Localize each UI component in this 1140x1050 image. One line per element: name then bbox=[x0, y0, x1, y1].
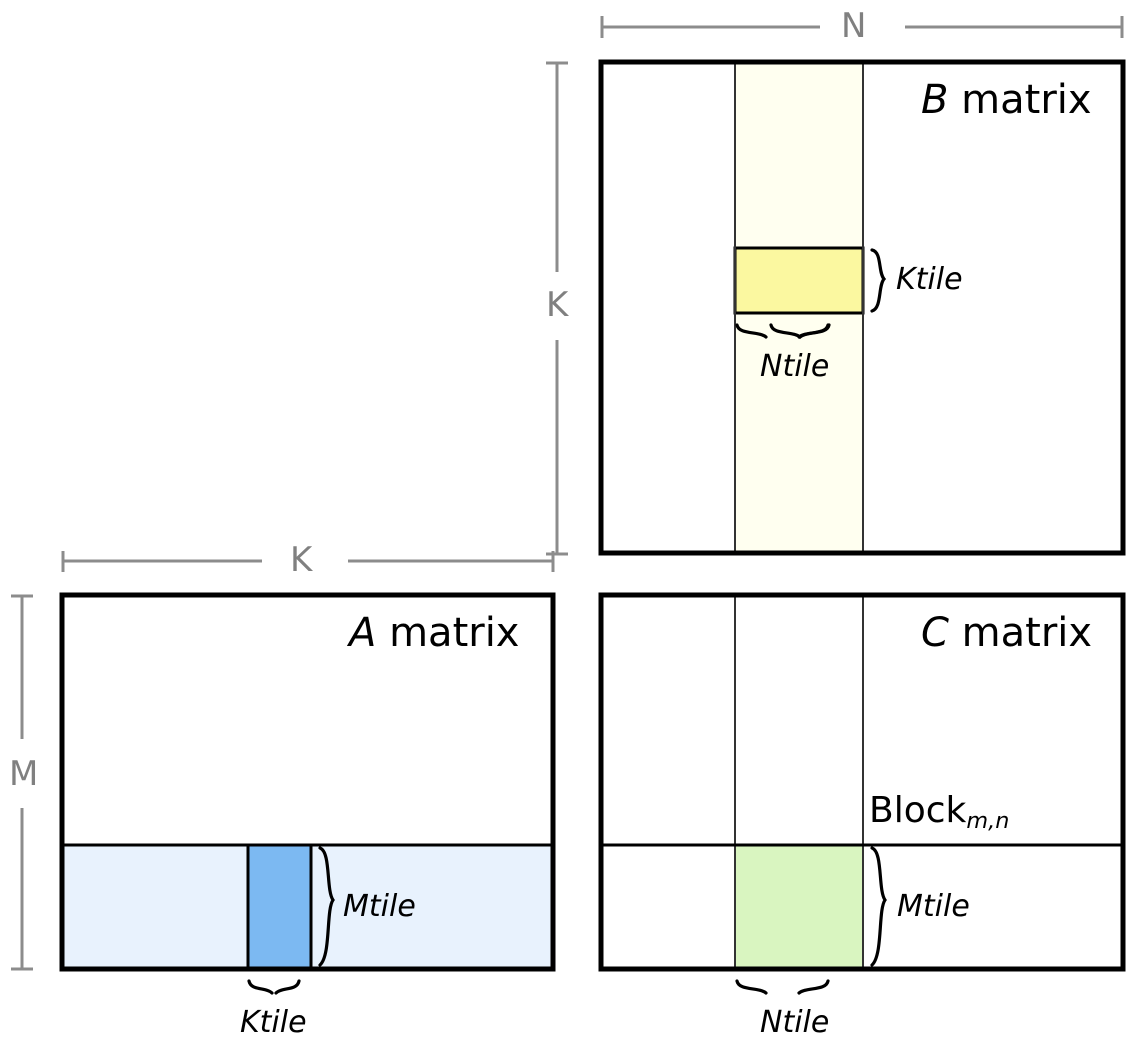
dimension-ruler-n bbox=[600, 16, 1124, 38]
matrix-b-tile bbox=[733, 246, 865, 315]
matrix-c-title-word: matrix bbox=[948, 610, 1093, 656]
matrix-a-title: A matrix bbox=[349, 613, 519, 653]
dimension-label-k-vertical: K bbox=[546, 285, 569, 325]
matrix-c-frame bbox=[598, 592, 1126, 972]
brace-a-ktile bbox=[247, 979, 301, 995]
matrix-a-tile bbox=[246, 843, 313, 971]
dimension-label-n: N bbox=[841, 6, 867, 46]
matrix-a-frame bbox=[59, 592, 556, 972]
matrix-c-mtile-label: Mtile bbox=[897, 889, 970, 924]
dimension-label-k-horizontal: K bbox=[290, 540, 313, 580]
matrix-c-ntile-label: Ntile bbox=[760, 1005, 830, 1040]
brace-c-mtile bbox=[870, 846, 887, 967]
matrix-b-title-symbol: B bbox=[921, 77, 949, 123]
brace-c-ntile bbox=[735, 979, 830, 995]
matrix-a bbox=[59, 592, 556, 972]
matrix-a-ktile-label: Ktile bbox=[240, 1005, 307, 1040]
matrix-b-ntile-label: Ntile bbox=[760, 349, 830, 384]
brace-b-ktile bbox=[870, 248, 887, 313]
matrix-a-title-symbol: A bbox=[349, 610, 377, 656]
matrix-b-title-word: matrix bbox=[948, 77, 1092, 123]
dimension-label-m: M bbox=[9, 754, 39, 794]
matrix-c-block-label-subscript: m,n bbox=[966, 808, 1010, 835]
matrix-a-mtile-label: Mtile bbox=[343, 889, 416, 924]
matrix-b-title: B matrix bbox=[921, 80, 1092, 120]
matrix-c-title: C matrix bbox=[921, 613, 1092, 653]
dimension-ruler-m bbox=[11, 594, 33, 971]
dimension-ruler-k-vertical bbox=[546, 61, 568, 556]
matrix-b bbox=[598, 59, 1126, 556]
matrix-c-tile bbox=[734, 844, 864, 970]
matrix-c-block-label: Blockm,n bbox=[869, 790, 1009, 833]
matrix-c bbox=[598, 592, 1126, 972]
brace-a-mtile bbox=[318, 846, 335, 967]
matrix-c-block-label-text: Block bbox=[869, 790, 967, 831]
dimension-ruler-k-horizontal bbox=[61, 551, 555, 572]
brace-b-ntile bbox=[735, 323, 831, 340]
matrix-b-ktile-label: Ktile bbox=[896, 262, 963, 297]
matrix-b-frame bbox=[598, 59, 1126, 556]
matrix-c-title-symbol: C bbox=[921, 610, 949, 656]
matrix-a-title-word: matrix bbox=[376, 610, 520, 656]
